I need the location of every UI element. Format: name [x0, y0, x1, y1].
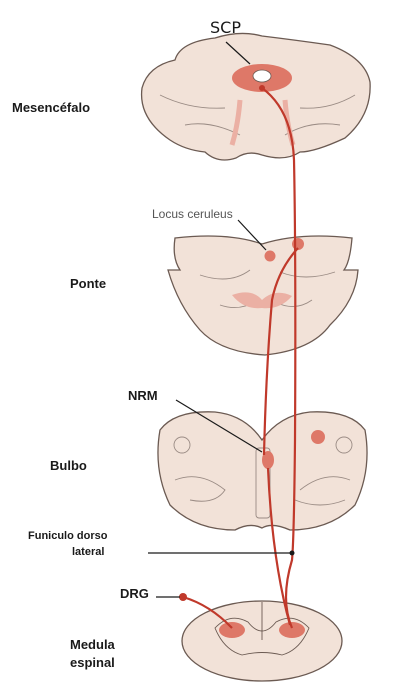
drg-label: DRG: [120, 586, 149, 601]
cerebral-aqueduct: [253, 70, 271, 82]
pain-tract: [179, 85, 298, 628]
pons-section: [168, 236, 358, 355]
locus-ceruleus-nucleus: [265, 251, 276, 262]
locus-ceruleus-label: Locus ceruleus: [152, 207, 233, 221]
nrm-label: NRM: [128, 388, 158, 403]
medula-label-line2: espinal: [70, 655, 115, 670]
scp-label: SCP: [210, 18, 241, 37]
bulbo-label: Bulbo: [50, 458, 87, 473]
medulla-section: [158, 412, 367, 530]
mesencefalo-label: Mesencéfalo: [12, 100, 90, 115]
mesencephalon-section: [142, 33, 371, 160]
spinal-cord-section: [182, 601, 342, 681]
funiculo-label-line1: Funiculo dorso: [28, 530, 107, 542]
funiculo-label-line2: lateral: [72, 546, 104, 558]
drg-cell: [179, 593, 187, 601]
medula-label-line1: Medula: [70, 637, 115, 652]
ponte-label: Ponte: [70, 276, 106, 291]
